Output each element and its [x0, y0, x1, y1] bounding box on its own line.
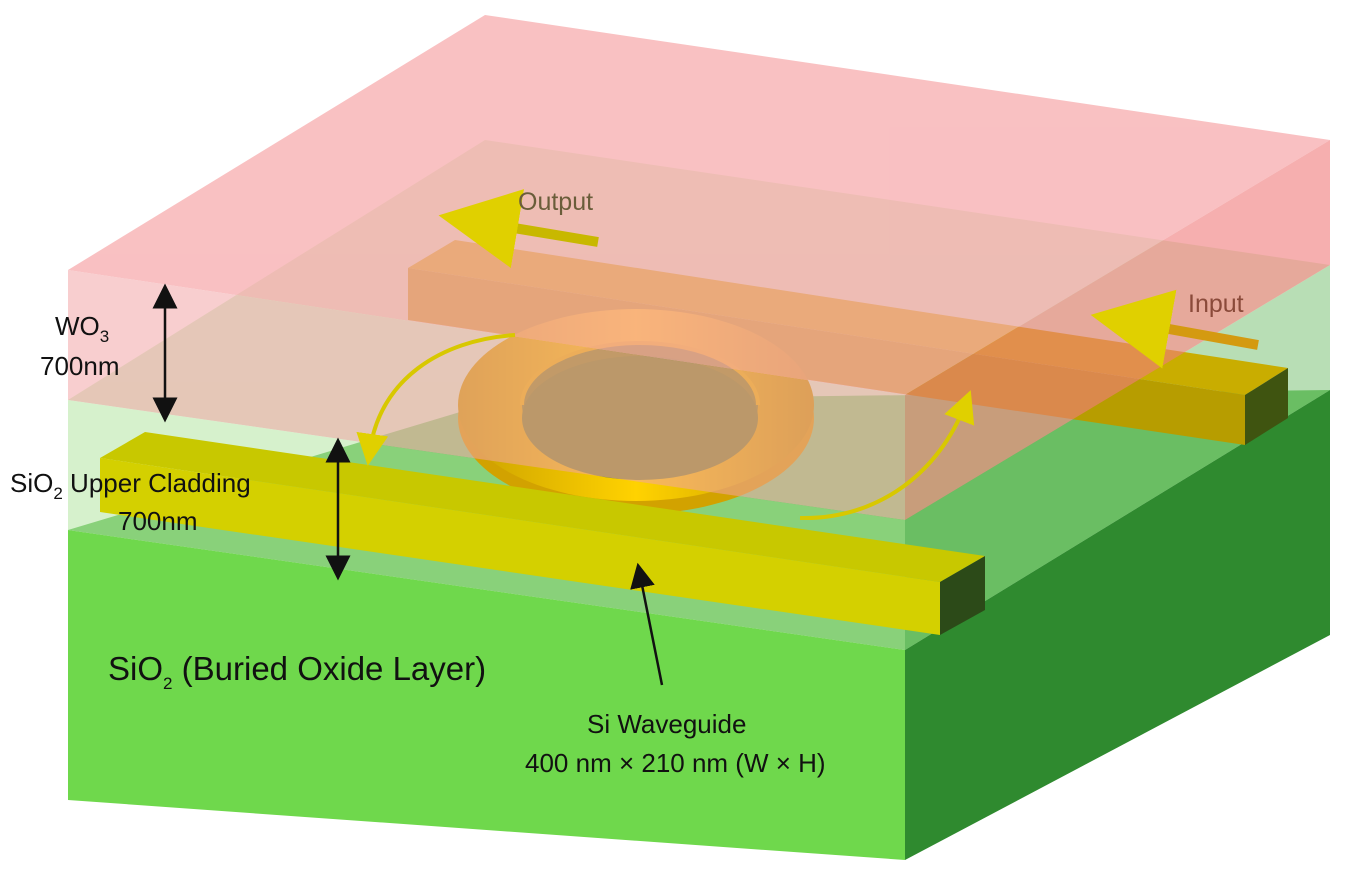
coupling-arrow-left: [356, 333, 516, 466]
wo3-front-face: [68, 270, 905, 520]
wo3-top-face: [68, 15, 1330, 395]
wo3-thickness-label: 700nm: [40, 351, 120, 381]
waveguide-pointer-arrow: [630, 562, 664, 686]
box-front-face: [68, 530, 905, 860]
input-label: Input: [1188, 290, 1244, 318]
upper-cladding-thickness-label: 700nm: [118, 506, 198, 536]
upper-cladding-label: SiO2 Upper Cladding: [10, 468, 251, 503]
wo3-label: WO3: [55, 311, 109, 346]
waveguide-title-label: Si Waveguide: [587, 709, 746, 739]
buried-oxide-label: SiO2 (Buried Oxide Layer): [108, 650, 486, 693]
coupling-arrow-right: [799, 390, 975, 521]
input-arrow: [1090, 289, 1259, 369]
bus-waveguide-bottom: [100, 432, 985, 635]
waveguide-dims-label: 400 nm × 210 nm (W × H): [525, 748, 826, 778]
light-path-arrows: [356, 189, 1259, 521]
dimension-arrows: [152, 283, 664, 686]
box-right-face: [905, 390, 1330, 860]
output-arrow: [438, 189, 599, 269]
output-label: Output: [518, 188, 593, 216]
